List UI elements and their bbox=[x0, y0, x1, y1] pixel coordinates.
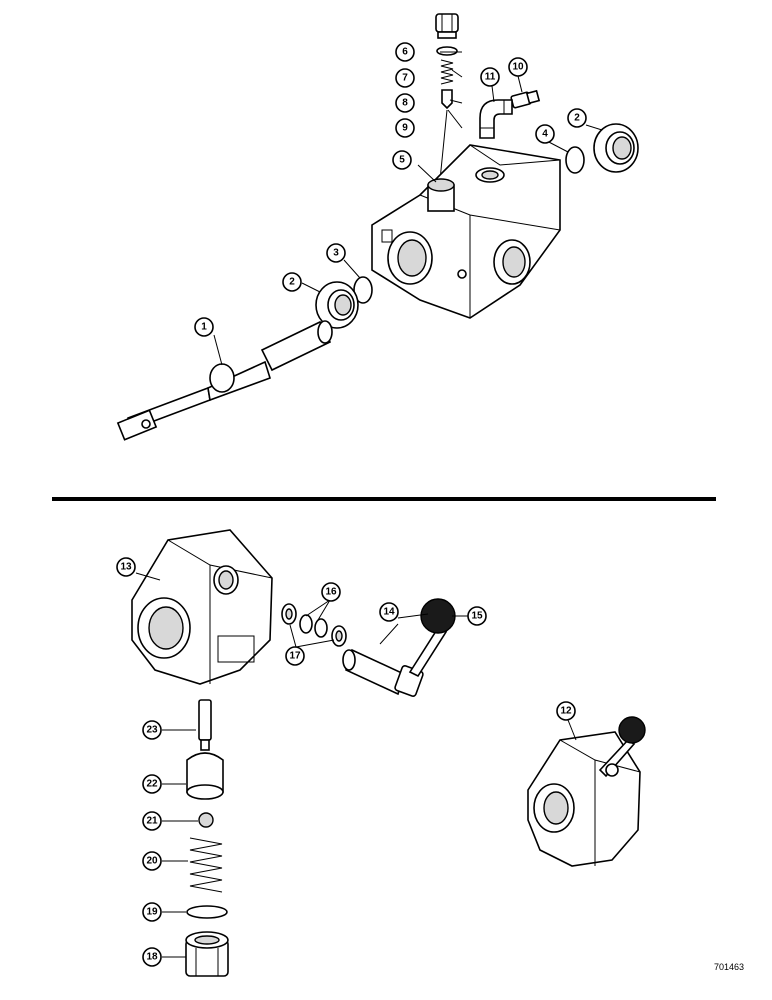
svg-text:19: 19 bbox=[146, 907, 158, 918]
callout-14: 14 bbox=[379, 602, 399, 622]
svg-text:6: 6 bbox=[402, 47, 408, 58]
part-7-o-ring bbox=[436, 46, 458, 56]
svg-text:21: 21 bbox=[146, 816, 158, 827]
drawing-number: 701463 bbox=[714, 962, 744, 972]
part-10-fitting bbox=[510, 89, 541, 109]
part-22-cap bbox=[186, 752, 224, 800]
svg-text:4: 4 bbox=[542, 129, 548, 140]
part-20-spring bbox=[189, 837, 223, 893]
part-8-spring bbox=[440, 59, 454, 85]
svg-text:13: 13 bbox=[120, 562, 132, 573]
part-17-washers bbox=[281, 603, 347, 647]
callout-2-right: 2 bbox=[567, 108, 587, 128]
callout-5: 5 bbox=[392, 150, 412, 170]
part-15-knob bbox=[420, 598, 456, 634]
svg-text:14: 14 bbox=[383, 607, 395, 618]
part-21-ball bbox=[198, 812, 214, 828]
part-19-o-ring bbox=[186, 905, 228, 919]
callout-9: 9 bbox=[395, 118, 415, 138]
svg-text:12: 12 bbox=[560, 706, 572, 717]
svg-text:16: 16 bbox=[325, 587, 337, 598]
callout-15: 15 bbox=[467, 606, 487, 626]
svg-text:11: 11 bbox=[485, 72, 496, 83]
part-2-bearing-right bbox=[593, 123, 639, 173]
callout-22: 22 bbox=[142, 774, 162, 794]
part-16-seals bbox=[299, 614, 328, 638]
callout-23: 23 bbox=[142, 720, 162, 740]
callout-1: 1 bbox=[194, 317, 214, 337]
leader-lines bbox=[135, 51, 603, 958]
part-13-selector-body bbox=[131, 529, 273, 685]
part-3-o-ring bbox=[353, 276, 373, 304]
part-11-elbow bbox=[479, 99, 513, 139]
part-1-spool bbox=[116, 320, 333, 441]
svg-text:9: 9 bbox=[402, 123, 408, 134]
part-14-lever-spool bbox=[342, 626, 448, 697]
svg-text:7: 7 bbox=[402, 73, 408, 84]
svg-text:18: 18 bbox=[146, 952, 158, 963]
callout-12: 12 bbox=[556, 701, 576, 721]
svg-text:2: 2 bbox=[289, 277, 295, 288]
callout-16: 16 bbox=[321, 582, 341, 602]
svg-text:1: 1 bbox=[201, 322, 207, 333]
svg-text:8: 8 bbox=[402, 98, 408, 109]
svg-text:23: 23 bbox=[146, 725, 158, 736]
svg-text:10: 10 bbox=[512, 62, 524, 73]
part-6-plug bbox=[435, 13, 459, 39]
part-5-valve-body bbox=[371, 144, 561, 319]
callout-10: 10 bbox=[508, 57, 528, 77]
svg-text:2: 2 bbox=[574, 113, 580, 124]
callout-21: 21 bbox=[142, 811, 162, 831]
callout-11: 11 bbox=[480, 67, 500, 87]
callout-2-left: 2 bbox=[282, 272, 302, 292]
part-9-poppet bbox=[441, 89, 453, 110]
callout-18: 18 bbox=[142, 947, 162, 967]
part-18-plug bbox=[185, 931, 229, 977]
svg-text:17: 17 bbox=[289, 651, 301, 662]
callout-6: 6 bbox=[395, 42, 415, 62]
callout-8: 8 bbox=[395, 93, 415, 113]
callout-13: 13 bbox=[116, 557, 136, 577]
svg-text:5: 5 bbox=[399, 155, 405, 166]
part-12-assembled-valve bbox=[527, 716, 646, 867]
svg-text:3: 3 bbox=[333, 248, 339, 259]
svg-text:22: 22 bbox=[146, 779, 158, 790]
part-4-o-ring bbox=[565, 146, 585, 174]
callout-4: 4 bbox=[535, 124, 555, 144]
callout-17: 17 bbox=[285, 646, 305, 666]
callout-20: 20 bbox=[142, 851, 162, 871]
svg-text:15: 15 bbox=[471, 611, 483, 622]
callout-7: 7 bbox=[395, 68, 415, 88]
svg-text:20: 20 bbox=[146, 856, 158, 867]
callout-19: 19 bbox=[142, 902, 162, 922]
part-23-pin bbox=[198, 699, 212, 751]
callout-3: 3 bbox=[326, 243, 346, 263]
part-2-bearing-left bbox=[315, 281, 359, 329]
